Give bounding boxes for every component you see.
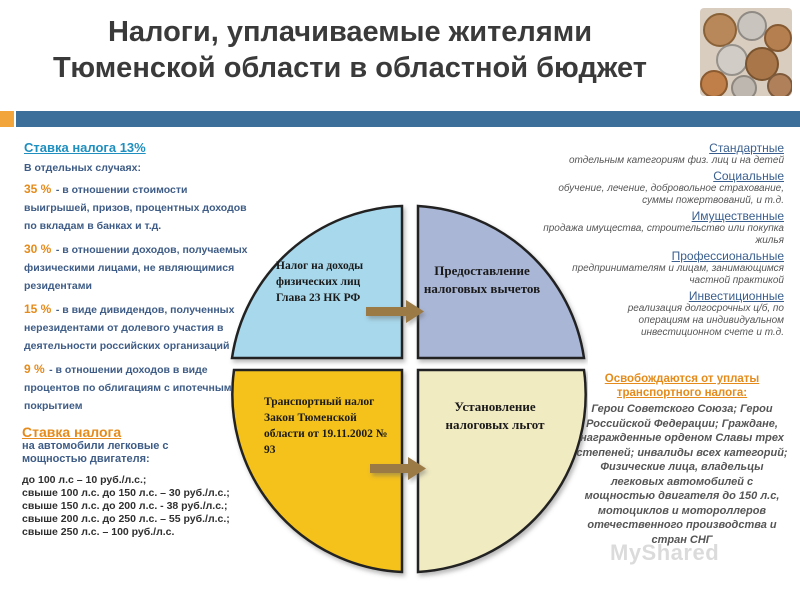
ndfl-special-case: 15 % - в виде дивидендов, полученных нер… bbox=[24, 301, 235, 352]
deduction-item: Стандартные отдельным категориям физ. ли… bbox=[568, 141, 784, 166]
exemptions-list: Герои Советского Союза; Герои Российской… bbox=[576, 403, 788, 546]
deduction-item: Профессиональные предпринимателям и лица… bbox=[572, 249, 784, 286]
ndfl-rate-heading: Ставка налога 13% bbox=[24, 140, 146, 155]
header-divider-bar bbox=[0, 111, 800, 127]
quadrant-transport-label: Транспортный налог Закон Тюменской облас… bbox=[264, 396, 388, 456]
ndfl-rates-block: Ставка налога 13% В отдельных случаях: 3… bbox=[24, 140, 254, 414]
transport-rate-item: свыше 250 л.с. – 100 руб./л.с. bbox=[22, 526, 175, 538]
tax-quadrant-diagram bbox=[228, 188, 588, 588]
watermark-text: MyShared bbox=[610, 540, 720, 565]
title-line-2: Тюменской области в областной бюджет bbox=[53, 52, 647, 84]
transport-rates-block: Ставка налога на автомобили легковые с м… bbox=[22, 424, 267, 539]
watermark-logo: MyShared bbox=[610, 540, 780, 580]
ndfl-special-case: 30 % - в отношении доходов, получаемых ф… bbox=[24, 241, 248, 292]
title-line-1: Налоги, уплачиваемые жителями bbox=[107, 16, 593, 48]
transport-rate-item: свыше 150 л.с. до 200 л.с. - 38 руб./л.с… bbox=[22, 500, 228, 512]
transport-rate-item: до 100 л.с – 10 руб./л.с.; bbox=[22, 474, 147, 486]
deduction-item: Инвестиционные реализация долгосрочных ц… bbox=[627, 289, 784, 338]
quadrant-bottom-right bbox=[416, 368, 587, 574]
ndfl-special-case: 9 % - в отношении доходов в виде процент… bbox=[24, 361, 232, 412]
quadrant-top-left bbox=[230, 204, 404, 360]
quadrant-deductions-label: Предоставление налоговых вычетов bbox=[423, 263, 541, 296]
transport-rate-list: до 100 л.с – 10 руб./л.с.; свыше 100 л.с… bbox=[22, 474, 267, 539]
transport-rate-subheading: на автомобили легковые с мощностью двига… bbox=[22, 440, 169, 465]
transport-rate-item: свыше 100 л.с. до 150 л.с. – 30 руб./л.с… bbox=[22, 487, 230, 499]
deduction-types-list: Стандартные отдельным категориям физ. ли… bbox=[512, 141, 784, 339]
exemptions-heading: Освобождаются от уплаты транспортного на… bbox=[604, 373, 760, 399]
quadrant-bottom-left bbox=[231, 368, 404, 574]
ndfl-special-case: 35 % - в отношении стоимости выигрышей, … bbox=[24, 181, 247, 232]
transport-rate-heading: Ставка налога bbox=[22, 424, 122, 440]
quadrant-benefits-label: Установление налоговых льгот bbox=[445, 399, 545, 432]
deduction-item: Имущественные продажа имущества, строите… bbox=[543, 209, 784, 246]
coins-image bbox=[700, 8, 792, 96]
page-title: Налоги, уплачиваемые жителями Тюменской … bbox=[0, 14, 700, 86]
arrow-right-icon bbox=[366, 300, 424, 323]
deduction-item: Социальные обучение, лечение, добровольн… bbox=[558, 169, 784, 206]
ndfl-special-cases-heading: В отдельных случаях: bbox=[24, 162, 141, 174]
quadrant-top-right bbox=[416, 204, 586, 360]
arrow-right-icon bbox=[370, 457, 426, 480]
exemptions-block: Освобождаются от уплаты транспортного на… bbox=[576, 372, 788, 547]
transport-rate-item: свыше 200 л.с. до 250 л.с. – 55 руб./л.с… bbox=[22, 513, 230, 525]
quadrant-ndfl-label: Налог на доходы физических лиц Глава 23 … bbox=[276, 260, 364, 304]
